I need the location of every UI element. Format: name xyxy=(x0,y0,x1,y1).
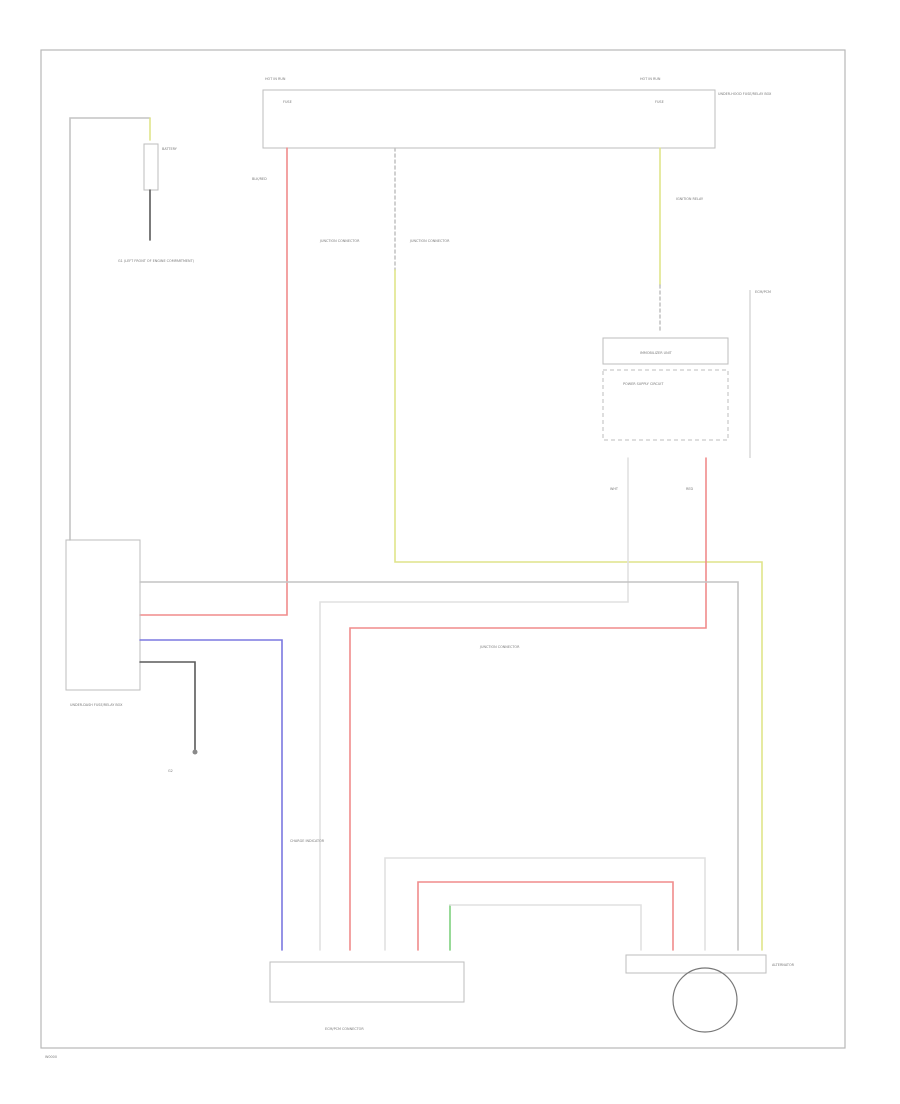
alternator-symbol xyxy=(672,967,738,1033)
red-wire-right xyxy=(349,457,707,951)
hot-in-run-left-label: HOT IN RUN xyxy=(265,77,286,81)
ecm-connector-label: ECM/PCM CONNECTOR xyxy=(325,1027,364,1031)
alternator-connector xyxy=(625,954,767,974)
battery-symbol xyxy=(143,143,159,191)
fuse-right-label: FUSE xyxy=(655,100,664,104)
gray-wire-top xyxy=(139,581,739,951)
power-supply-label: POWER SUPPLY CIRCUIT xyxy=(623,382,664,386)
section-label: ECM/PCM xyxy=(755,290,771,294)
battery-ground-label: G1 (LEFT FRONT OF ENGINE COMPARTMENT) xyxy=(118,259,195,263)
page-code: W0000 xyxy=(45,1055,57,1059)
charge-indicator-label: CHARGE INDICATOR xyxy=(290,839,325,843)
underhood-fuse-box xyxy=(262,89,716,149)
junction-connector-right-label: JUNCTION CONNECTOR xyxy=(409,239,450,243)
red-wire-bottom xyxy=(417,881,674,951)
fuse-left-label: FUSE xyxy=(283,100,292,104)
underdash-fuse-box xyxy=(65,539,141,691)
ecm-connector xyxy=(269,961,465,1003)
yellow-wire xyxy=(394,269,763,951)
junction-connector-left-label: JUNCTION CONNECTOR xyxy=(319,239,360,243)
red-wire-left-label: BLK/RED xyxy=(252,177,267,181)
hot-in-run-right-label: HOT IN RUN xyxy=(640,77,661,81)
immobilizer-label: IMMOBILIZER UNIT xyxy=(640,351,673,355)
alternator-label: ALTERNATOR xyxy=(772,963,795,967)
white-wire-bottom xyxy=(384,857,706,951)
white-wire-lower xyxy=(449,904,642,951)
battery-label: BATTERY xyxy=(162,147,178,151)
underdash-fuse-box-label: UNDER-DASH FUSE/RELAY BOX xyxy=(70,703,123,707)
white-wire-label: WHT xyxy=(610,487,619,491)
red-wire-left xyxy=(139,147,288,616)
blue-wire xyxy=(139,639,283,951)
diagram-frame xyxy=(40,49,846,1049)
junction-lower-label: JUNCTION CONNECTOR xyxy=(479,645,520,649)
ground-g2-label: G2 xyxy=(168,769,173,773)
ignition-relay-label: IGNITION RELAY xyxy=(676,197,704,201)
underhood-fuse-box-label: UNDER-HOOD FUSE/RELAY BOX xyxy=(718,92,772,96)
battery-feed-wire xyxy=(69,117,151,541)
red-wire-right-label: RED xyxy=(686,487,693,491)
immobilizer-box xyxy=(602,337,729,365)
white-wire xyxy=(319,457,629,951)
ground-wire xyxy=(139,661,196,753)
ground-g2-symbol xyxy=(192,749,198,755)
power-supply-box xyxy=(602,369,729,441)
